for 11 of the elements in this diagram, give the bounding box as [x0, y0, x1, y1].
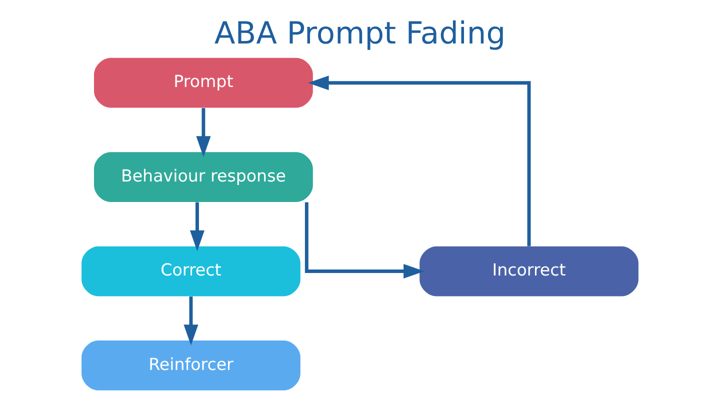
node-box: Reinforcer	[82, 340, 300, 390]
arrow	[190, 202, 205, 252]
node-box: Correct	[82, 246, 300, 296]
node-box: Behaviour response	[94, 152, 313, 202]
arrow	[308, 76, 531, 246]
node-box: Prompt	[94, 58, 313, 108]
arrow	[184, 296, 198, 346]
arrow	[196, 108, 211, 157]
arrow	[304, 202, 424, 279]
node-box: Incorrect	[420, 246, 638, 296]
diagram-title: ABA Prompt Fading	[214, 16, 506, 52]
